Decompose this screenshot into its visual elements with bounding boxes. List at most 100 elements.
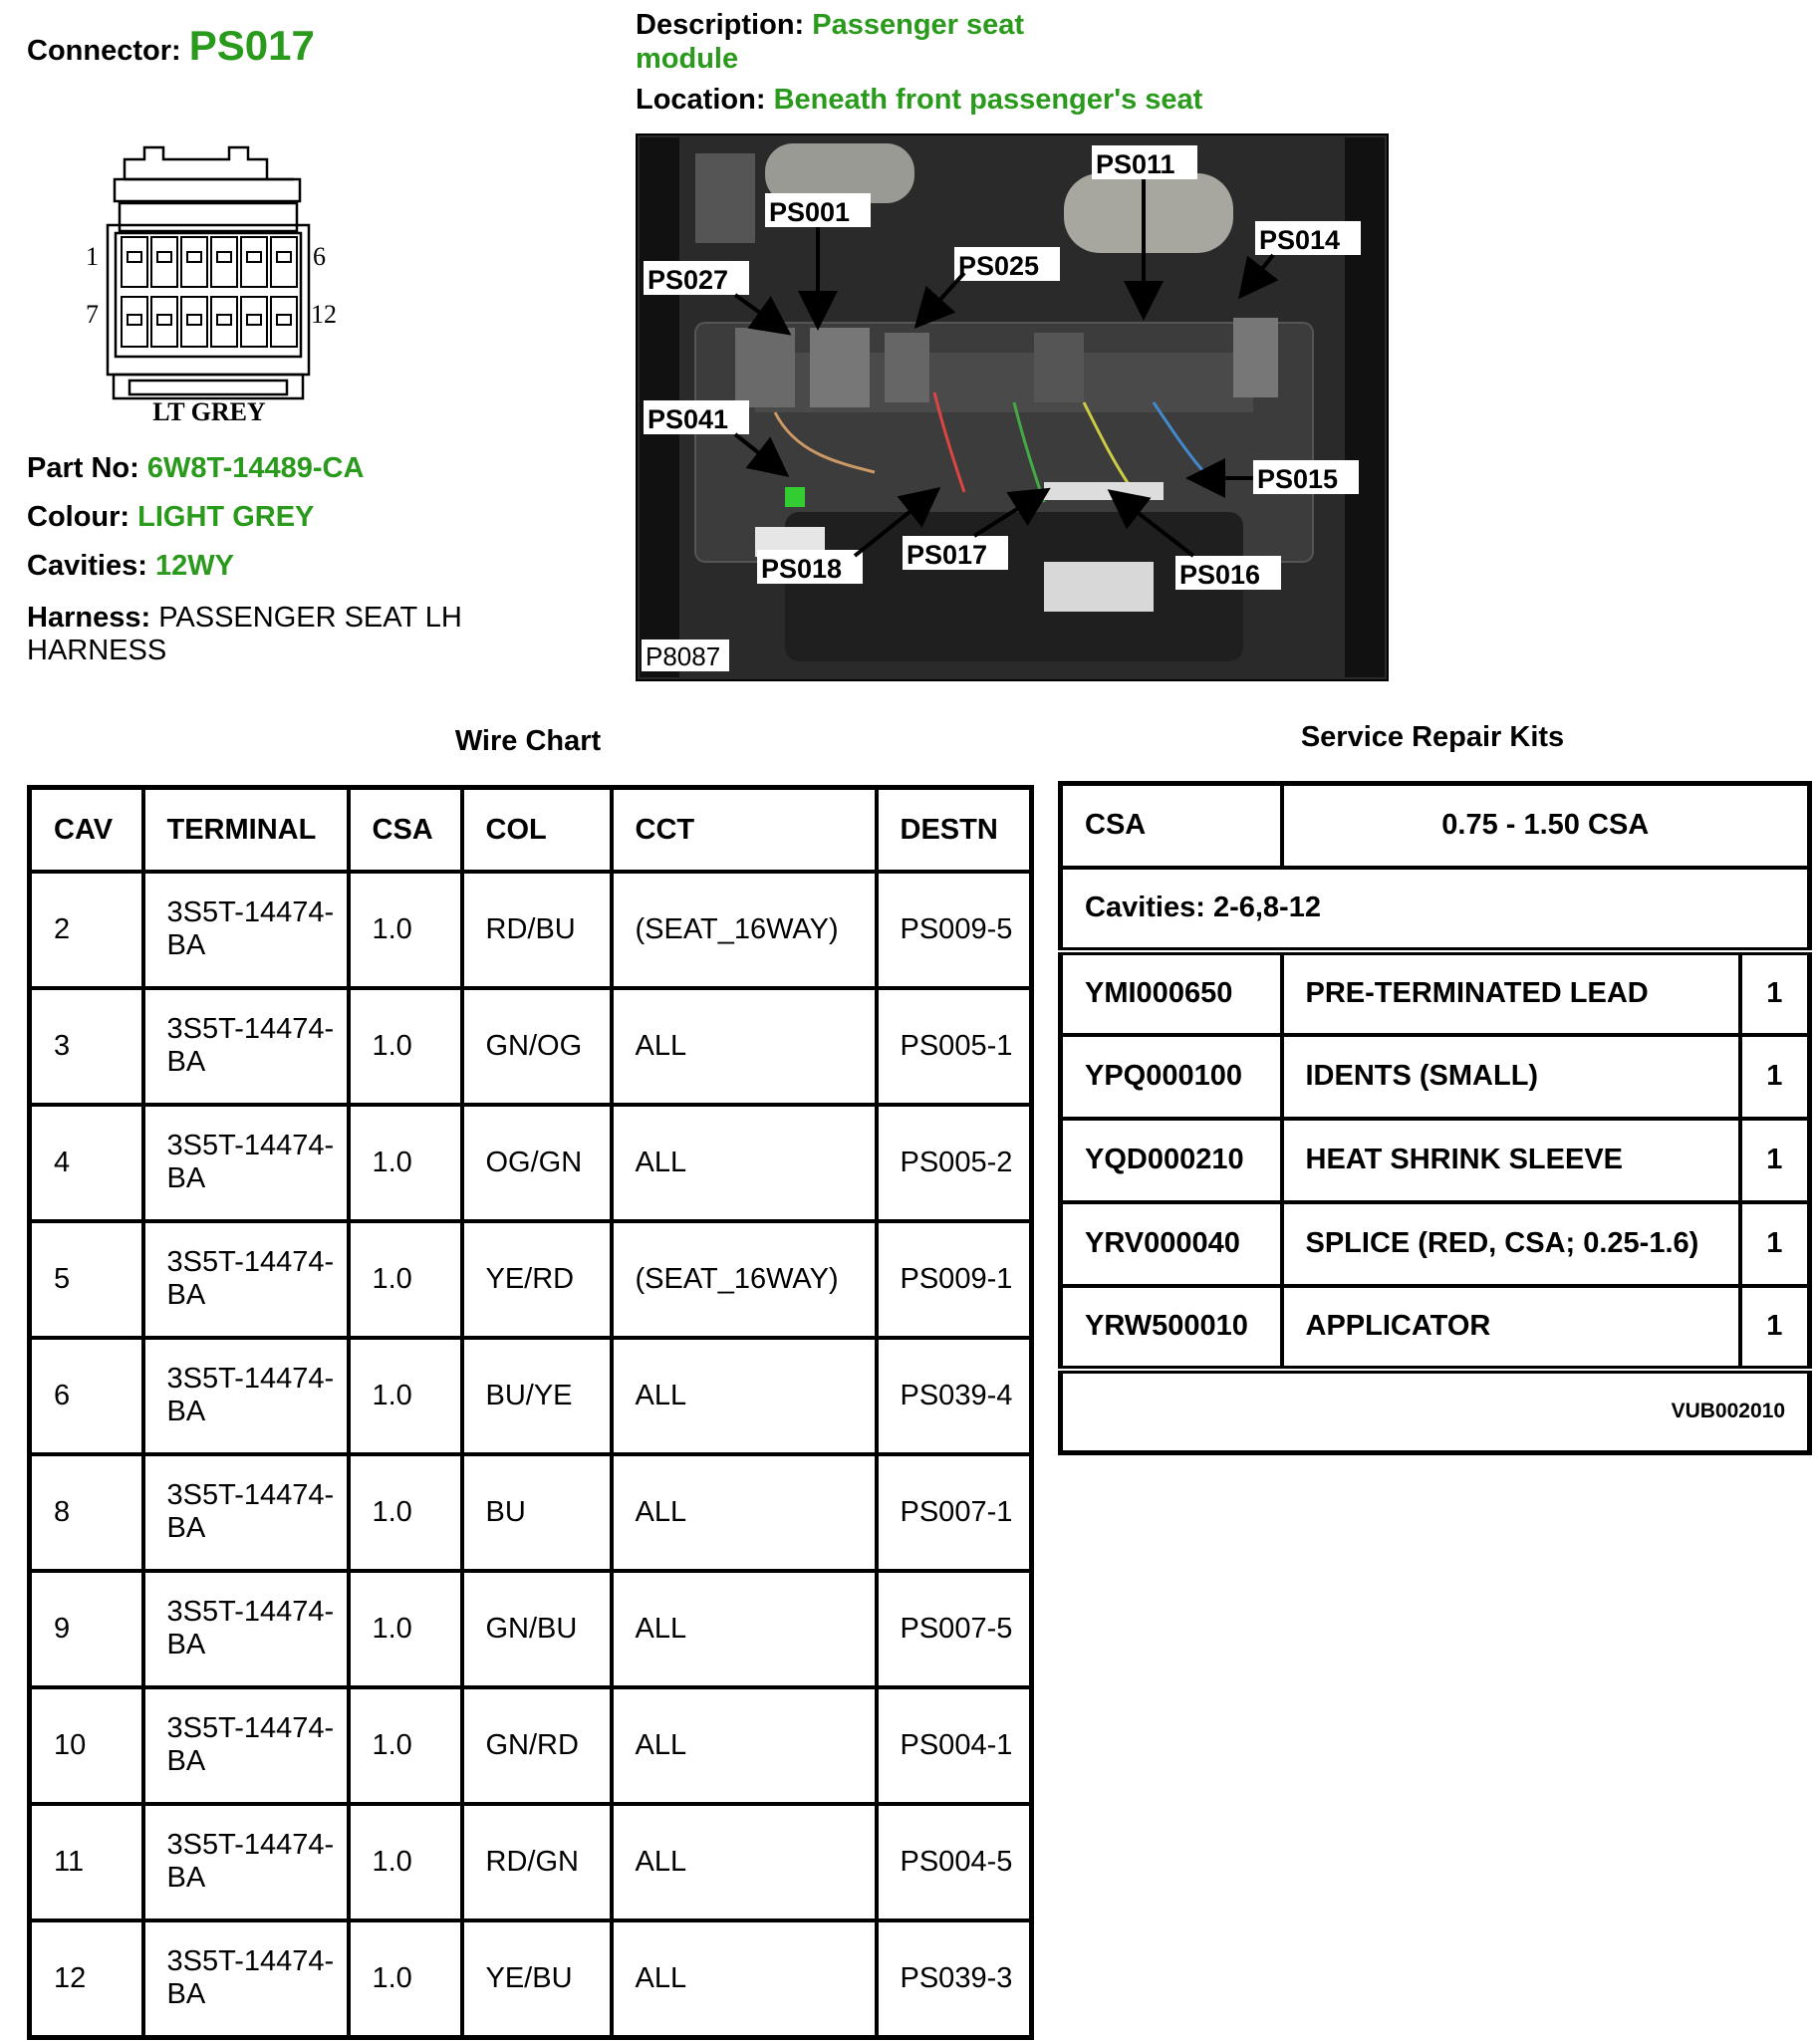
wire-cell-cct: (SEAT_16WAY): [609, 870, 879, 990]
callout-ps041: PS041: [648, 404, 728, 434]
wire-cell-terminal: 3S5T-14474-BA: [140, 1684, 351, 1806]
kit-qty: 1: [1737, 1116, 1812, 1204]
wire-cell-destn: PS005-1: [874, 985, 1034, 1107]
wire-cell-csa: 1.0: [346, 1102, 464, 1223]
kit-qty: 1: [1737, 946, 1812, 1037]
wire-cell-terminal: 3S5T-14474-BA: [140, 870, 351, 990]
wire-cell-terminal: 3S5T-14474-BA: [140, 1218, 351, 1340]
description-label: Description:: [636, 9, 805, 41]
wire-cell-cav: 10: [27, 1684, 145, 1806]
location-value: Beneath front passenger's seat: [773, 84, 1203, 116]
wire-header-terminal: TERMINAL: [140, 785, 351, 874]
wire-cell-destn: PS004-1: [874, 1684, 1034, 1806]
kit-description: HEAT SHRINK SLEEVE: [1279, 1116, 1742, 1204]
wire-cell-csa: 1.0: [346, 1684, 464, 1806]
wire-cell-csa: 1.0: [346, 1218, 464, 1340]
callout-ps018: PS018: [761, 554, 842, 584]
wire-cell-destn: PS004-5: [874, 1801, 1034, 1922]
wire-cell-terminal: 3S5T-14474-BA: [140, 985, 351, 1107]
wire-cell-col: YE/BU: [459, 1917, 614, 2040]
kit-description: PRE-TERMINATED LEAD: [1279, 946, 1742, 1037]
kit-part-no: YRV000040: [1058, 1199, 1284, 1288]
callout-ps015: PS015: [1257, 464, 1338, 494]
wire-cell-col: GN/OG: [459, 985, 614, 1107]
wire-cell-col: YE/RD: [459, 1218, 614, 1340]
wire-cell-col: GN/RD: [459, 1684, 614, 1806]
wire-cell-cav: 12: [27, 1917, 145, 2040]
wire-cell-cct: ALL: [609, 1335, 879, 1456]
wire-cell-cct: ALL: [609, 1451, 879, 1573]
kits-reference: VUB002010: [1058, 1365, 1812, 1455]
wire-header-cct: CCT: [609, 785, 879, 874]
callout-ps017: PS017: [907, 540, 987, 570]
callout-ps001: PS001: [769, 197, 850, 227]
photo-code: P8087: [646, 641, 720, 671]
wire-cell-cct: ALL: [609, 1568, 879, 1689]
description-value: Passenger seat module: [636, 9, 1025, 75]
callout-ps016: PS016: [1179, 560, 1260, 590]
kit-part-no: YMI000650: [1058, 946, 1284, 1037]
harness-value: PASSENGER SEAT LH HARNESS: [27, 602, 462, 666]
wire-cell-destn: PS007-1: [874, 1451, 1034, 1573]
wire-cell-terminal: 3S5T-14474-BA: [140, 1335, 351, 1456]
wire-cell-destn: PS007-5: [874, 1568, 1034, 1689]
wire-cell-destn: PS009-5: [874, 870, 1034, 990]
wire-cell-cct: ALL: [609, 1684, 879, 1806]
kits-cavities-text: Cavities: 2-6,8-12: [1058, 865, 1812, 953]
wire-cell-cct: ALL: [609, 1102, 879, 1223]
kit-part-no: YPQ000100: [1058, 1032, 1284, 1121]
wire-cell-csa: 1.0: [346, 1917, 464, 2040]
wire-cell-terminal: 3S5T-14474-BA: [140, 1801, 351, 1922]
pin-label-6: 6: [313, 242, 326, 271]
connector-heading: Connector: PS017: [27, 22, 315, 70]
wire-cell-cct: ALL: [609, 985, 879, 1107]
cavities-label: Cavities:: [27, 550, 147, 582]
wire-header-cav: CAV: [27, 785, 145, 874]
description-row: Description: Passenger seat module: [636, 8, 1104, 76]
wire-header-destn: DESTN: [874, 785, 1034, 874]
harness-row: Harness: PASSENGER SEAT LH HARNESS: [27, 602, 505, 667]
kit-qty: 1: [1737, 1032, 1812, 1121]
wire-cell-col: BU: [459, 1451, 614, 1573]
kit-description: APPLICATOR: [1279, 1283, 1742, 1372]
connector-id: PS017: [188, 22, 315, 69]
callout-ps027: PS027: [648, 265, 728, 295]
wire-cell-cct: ALL: [609, 1917, 879, 2040]
kit-description: SPLICE (RED, CSA; 0.25-1.6): [1279, 1199, 1742, 1288]
wire-cell-terminal: 3S5T-14474-BA: [140, 1451, 351, 1573]
callout-ps014: PS014: [1259, 225, 1340, 255]
kit-qty: 1: [1737, 1283, 1812, 1372]
wire-cell-col: GN/BU: [459, 1568, 614, 1689]
wire-cell-cav: 2: [27, 870, 145, 990]
kits-table: CSA 0.75 - 1.50 CSA Cavities: 2-6,8-12 Y…: [1058, 781, 1813, 1455]
wire-chart-title: Wire Chart: [454, 725, 602, 757]
wire-cell-cav: 9: [27, 1568, 145, 1689]
pin-label-1: 1: [86, 242, 99, 271]
wire-cell-cav: 6: [27, 1335, 145, 1456]
location-label: Location:: [636, 84, 766, 116]
wire-cell-terminal: 3S5T-14474-BA: [140, 1568, 351, 1689]
wire-cell-destn: PS005-2: [874, 1102, 1034, 1223]
wire-cell-col: RD/GN: [459, 1801, 614, 1922]
kits-reference-row: VUB002010: [1058, 1365, 1812, 1455]
wire-cell-cct: (SEAT_16WAY): [609, 1218, 879, 1340]
wire-cell-col: RD/BU: [459, 870, 614, 990]
wire-cell-terminal: 3S5T-14474-BA: [140, 1102, 351, 1223]
pin-label-12: 12: [311, 300, 337, 329]
kit-qty: 1: [1737, 1199, 1812, 1288]
diagram-color-text: LT GREY: [152, 397, 266, 426]
wire-cell-destn: PS039-3: [874, 1917, 1034, 2040]
kits-csa-row: CSA 0.75 - 1.50 CSA: [1058, 781, 1812, 870]
